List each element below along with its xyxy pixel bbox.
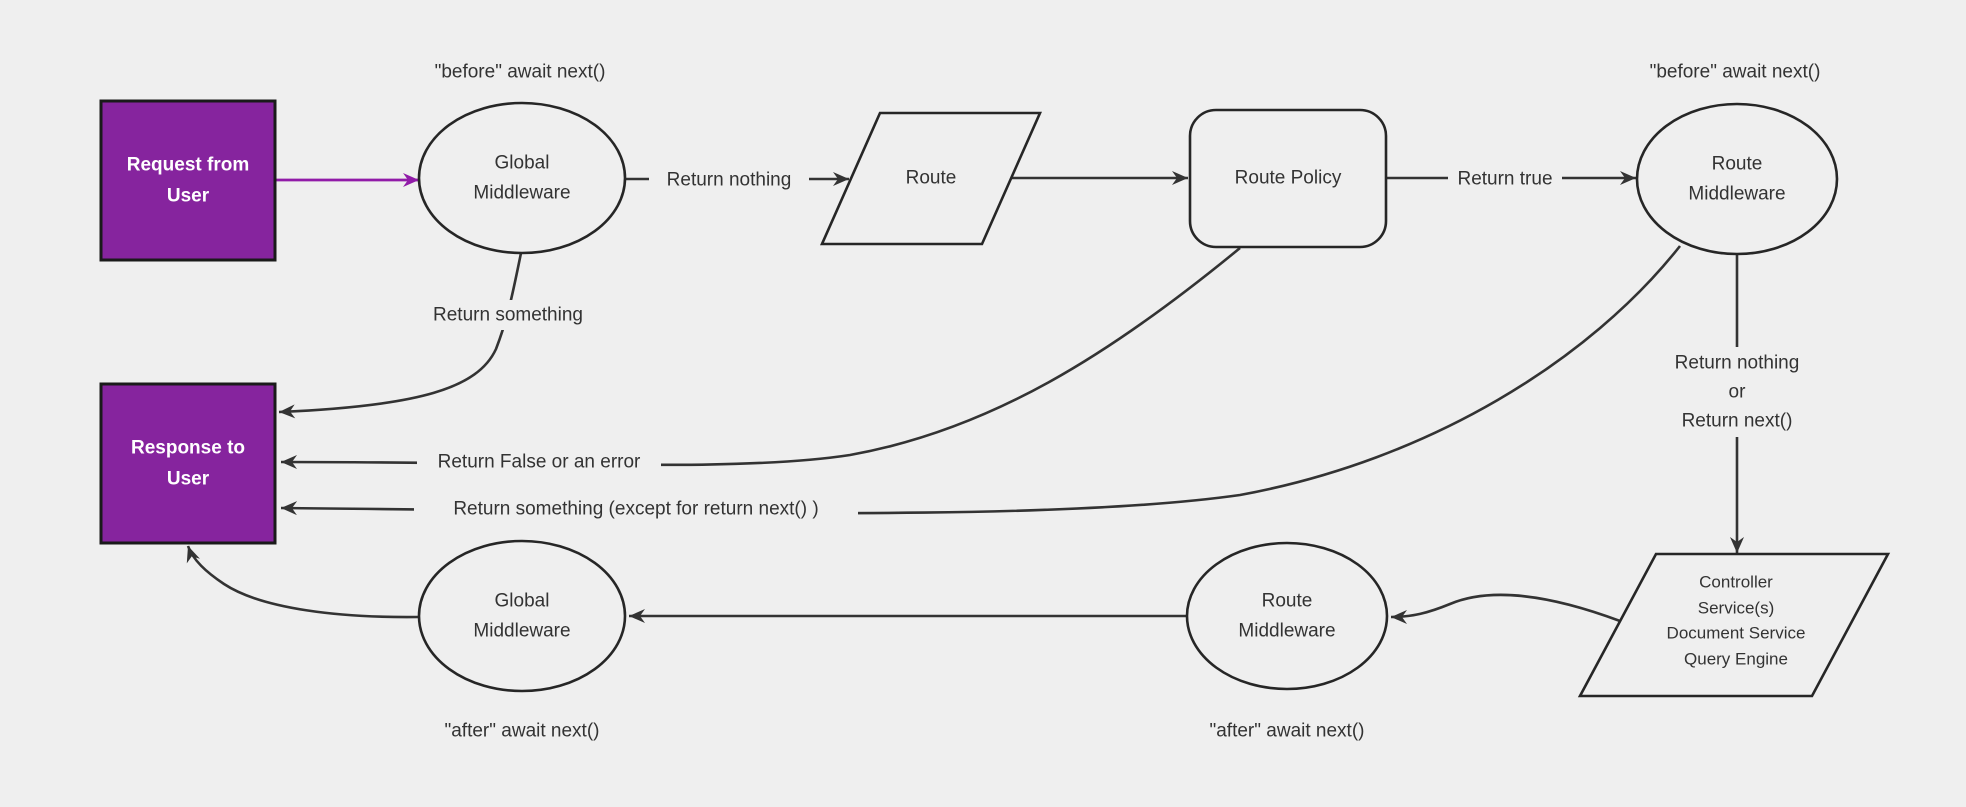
svg-text:Route: Route (1262, 591, 1313, 612)
annotation-before-await-next-right: "before" await next() (1650, 62, 1821, 83)
node-global-middleware-bottom: Global Middleware (417, 539, 627, 693)
route-policy-node-shape (1188, 108, 1388, 249)
node-response-to-user: Response to User (99, 382, 277, 545)
svg-text:Middleware: Middleware (473, 621, 570, 642)
edge-label-bg (1650, 347, 1824, 437)
svg-text:Global: Global (495, 591, 550, 612)
edge-label-return-nothing-or-next: Return nothing or Return next() (1650, 347, 1824, 437)
edge-label-return-false-or-error: Return False or an error (417, 447, 661, 477)
svg-text:Return nothing: Return nothing (1675, 353, 1800, 374)
edge-label-return-something: Return something (415, 300, 601, 330)
svg-text:or: or (1729, 382, 1747, 403)
edge-label-return-something-except: Return something (except for return next… (414, 494, 858, 524)
edge-global-middleware-bottom-to-response (186, 545, 420, 619)
edge-global-middleware-return-something (278, 252, 523, 419)
svg-text:Return something: Return something (433, 305, 583, 326)
annotation-after-await-next-right: "after" await next() (1210, 721, 1365, 742)
edge-label-bg (649, 165, 809, 195)
svg-text:Return next(): Return next() (1682, 411, 1793, 432)
annotation-before-await-next-left: "before" await next() (435, 62, 606, 83)
svg-text:Service(s): Service(s) (1698, 599, 1775, 618)
svg-text:Document Service: Document Service (1667, 624, 1806, 643)
controller-node-shape (1577, 552, 1891, 698)
svg-text:Return nothing: Return nothing (667, 170, 792, 191)
svg-text:Query Engine: Query Engine (1684, 650, 1788, 669)
node-request-from-user: Request from User (99, 99, 277, 262)
global-middleware-bottom-shape (417, 539, 627, 693)
request-node-shape (99, 99, 277, 262)
svg-text:Route Policy: Route Policy (1235, 168, 1342, 189)
edge-label-return-nothing: Return nothing (649, 165, 809, 195)
svg-text:Return something (except for r: Return something (except for return next… (453, 499, 818, 520)
annotation-after-await-next-left: "after" await next() (445, 721, 600, 742)
response-node-label: User (167, 469, 210, 490)
route-middleware-top-shape (1635, 102, 1839, 256)
route-middleware-bottom-shape (1185, 541, 1389, 691)
node-route-policy: Route Policy (1188, 108, 1388, 249)
node-route-middleware-top: Route Middleware (1635, 102, 1839, 256)
svg-text:Return true: Return true (1457, 169, 1552, 190)
svg-text:Global: Global (495, 153, 550, 174)
svg-text:Route: Route (906, 168, 957, 189)
edge-label-bg (417, 447, 661, 477)
global-middleware-top-shape (417, 101, 627, 255)
edge-controller-to-route-middleware-bottom (1390, 593, 1621, 624)
route-node-shape (820, 111, 1042, 246)
svg-text:Middleware: Middleware (1688, 184, 1785, 205)
svg-text:Middleware: Middleware (1238, 621, 1335, 642)
svg-text:Controller: Controller (1699, 573, 1773, 592)
response-node-shape (99, 382, 277, 545)
node-global-middleware-top: Global Middleware (417, 101, 627, 255)
edge-label-bg (1448, 164, 1562, 194)
edge-label-bg (414, 494, 858, 524)
node-controller-services: Controller Service(s) Document Service Q… (1577, 552, 1891, 698)
node-route: Route (820, 111, 1042, 246)
edge-route-policy-return-false (280, 246, 1241, 470)
request-node-label: Request from (127, 155, 249, 176)
svg-text:Middleware: Middleware (473, 183, 570, 204)
edge-label-return-true: Return true (1448, 164, 1562, 194)
edge-label-bg (415, 300, 601, 330)
svg-text:Route: Route (1712, 154, 1763, 175)
request-node-label: User (167, 186, 210, 207)
node-route-middleware-bottom: Route Middleware (1185, 541, 1389, 691)
svg-text:Return False or an error: Return False or an error (438, 452, 641, 473)
response-node-label: Response to (131, 438, 245, 459)
